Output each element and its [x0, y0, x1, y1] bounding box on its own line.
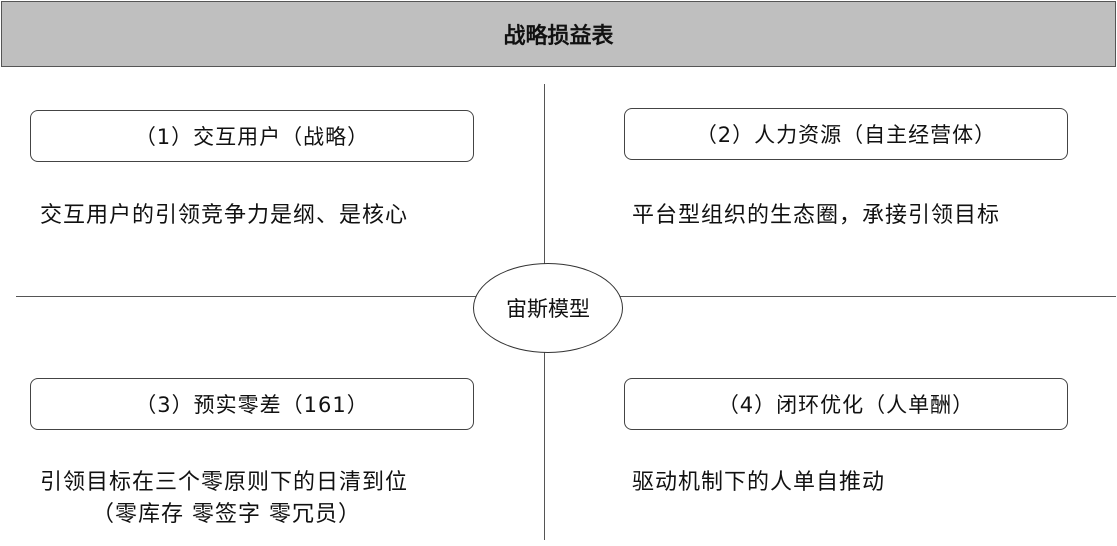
quadrant-3-box: （3）预实零差（161）: [30, 378, 474, 430]
quadrant-2-label: （2）人力资源（自主经营体）: [695, 123, 997, 147]
quadrant-2-text: 平台型组织的生态圈，承接引领目标: [632, 203, 1001, 228]
title-text: 战略损益表: [503, 24, 614, 49]
quadrant-1-label: （1）交互用户（战略）: [134, 125, 370, 149]
quadrant-4-box: （4）闭环优化（人单酬）: [624, 378, 1068, 430]
quadrant-2-box: （2）人力资源（自主经营体）: [624, 108, 1068, 160]
quadrant-3-text: 引领目标在三个零原则下的日清到位: [40, 470, 409, 495]
quadrant-4-text: 驱动机制下的人单自推动: [632, 470, 886, 495]
center-model-ellipse: 宙斯模型: [473, 263, 623, 353]
quadrant-3-subtext: （零库存 零签字 零冗员）: [92, 502, 361, 527]
quadrant-3-label: （3）预实零差（161）: [135, 393, 369, 417]
quadrant-1-text: 交互用户的引领竞争力是纲、是核心: [40, 203, 409, 228]
center-model-label: 宙斯模型: [506, 297, 590, 321]
quadrant-1-box: （1）交互用户（战略）: [30, 110, 474, 162]
quadrant-4-label: （4）闭环优化（人单酬）: [717, 393, 975, 417]
title-bar: 战略损益表: [1, 1, 1116, 67]
